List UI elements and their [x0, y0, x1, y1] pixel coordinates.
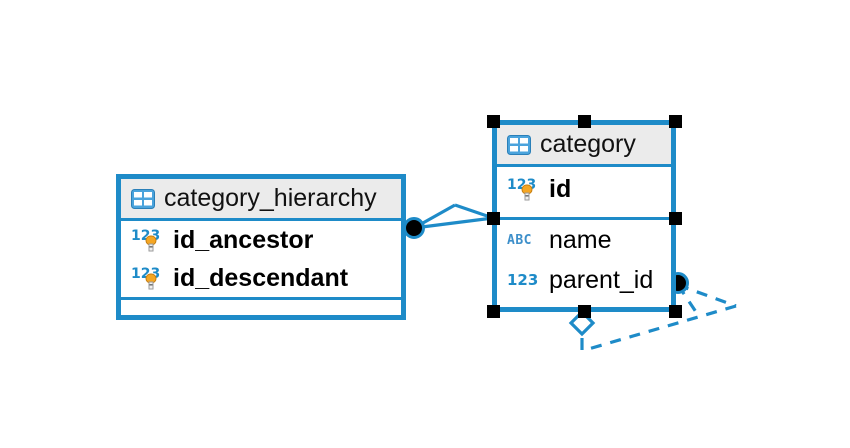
- entity-title: category_hierarchy: [164, 184, 377, 212]
- entity-category_hierarchy[interactable]: category_hierarchy 123 id_ancestor: [116, 174, 406, 320]
- entity-section-attributes: [121, 297, 401, 305]
- table-icon: [507, 134, 531, 155]
- field-name: name: [549, 225, 612, 254]
- field-name: id_ancestor: [173, 225, 314, 254]
- number-icon: 123: [507, 270, 541, 290]
- entity-section-keys: 123 id_ancestor 123: [121, 221, 401, 297]
- field-name: id_descendant: [173, 263, 349, 292]
- field-row[interactable]: 123 parent_id: [497, 260, 671, 300]
- field-row[interactable]: 123 id_descendant: [121, 259, 401, 297]
- optional-diamond-marker: [568, 309, 596, 337]
- text-abc-icon: ABC: [507, 230, 541, 250]
- svg-text:ABC: ABC: [507, 233, 532, 248]
- number-key-icon: 123: [507, 176, 541, 202]
- field-row[interactable]: 123 id: [497, 167, 671, 211]
- entity-section-attributes: ABC name 123 parent_id: [497, 217, 671, 300]
- field-name: id: [549, 174, 572, 203]
- field-row[interactable]: ABC name: [497, 220, 671, 260]
- entity-title: category: [540, 130, 636, 158]
- entity-section-keys: 123 id: [497, 167, 671, 217]
- entity-header[interactable]: category_hierarchy: [121, 179, 401, 221]
- field-row[interactable]: 123 id_ancestor: [121, 221, 401, 259]
- svg-text:123: 123: [507, 271, 538, 289]
- field-name: parent_id: [549, 265, 654, 294]
- entity-header[interactable]: category: [497, 125, 671, 167]
- entity-category[interactable]: category 123 id: [492, 120, 676, 312]
- number-key-icon: 123: [131, 265, 165, 291]
- table-icon: [131, 188, 155, 209]
- relationship-hierarchy-to-category[interactable]: [403, 203, 494, 239]
- number-key-icon: 123: [131, 227, 165, 253]
- relationship-endpoint-dot: [403, 217, 425, 239]
